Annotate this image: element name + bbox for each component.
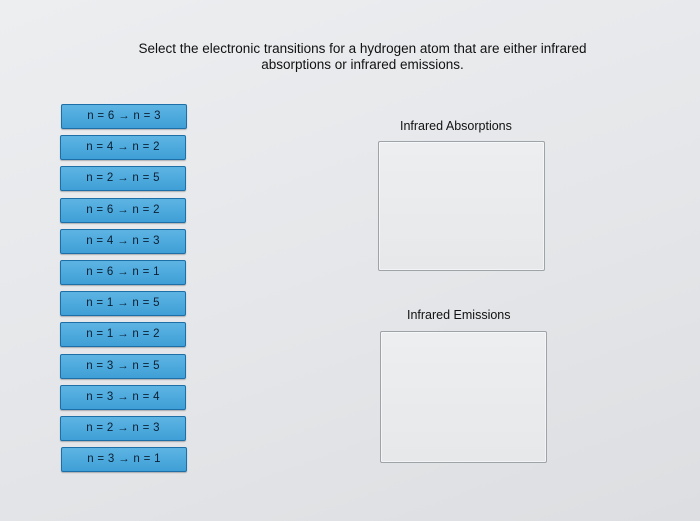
transition-tile-3-1[interactable]: n = 3 → n = 1 xyxy=(61,447,187,473)
question-line-1: Select the electronic transitions for a … xyxy=(138,41,587,56)
transition-tile-6-3[interactable]: n = 6 → n = 3 xyxy=(61,104,187,129)
transition-tile-3-5[interactable]: n = 3 → n = 5 xyxy=(60,353,186,379)
transition-tile-6-2[interactable]: n = 6 → n = 2 xyxy=(60,197,186,223)
transition-tile-2-5[interactable]: n = 2 → n = 5 xyxy=(60,166,186,192)
infrared-absorptions-dropzone[interactable] xyxy=(378,141,545,271)
transition-tile-2-3[interactable]: n = 2 → n = 3 xyxy=(60,415,186,441)
transition-tile-bank: n = 6 → n = 3 n = 4 → n = 2 n = 2 → n = … xyxy=(60,104,188,478)
transition-tile-6-1[interactable]: n = 6 → n = 1 xyxy=(60,259,186,285)
transition-tile-4-3[interactable]: n = 4 → n = 3 xyxy=(60,228,186,254)
question-line-2: absorptions or infrared emissions. xyxy=(261,57,464,72)
infrared-emissions-label: Infrared Emissions xyxy=(407,308,511,322)
infrared-absorptions-label: Infrared Absorptions xyxy=(400,119,512,133)
transition-tile-1-5[interactable]: n = 1 → n = 5 xyxy=(60,291,186,317)
question-text: Select the electronic transitions for a … xyxy=(100,41,625,73)
transition-tile-4-2[interactable]: n = 4 → n = 2 xyxy=(60,135,186,161)
transition-tile-1-2[interactable]: n = 1 → n = 2 xyxy=(60,322,186,348)
transition-tile-3-4[interactable]: n = 3 → n = 4 xyxy=(60,384,186,410)
infrared-emissions-dropzone[interactable] xyxy=(380,331,547,463)
